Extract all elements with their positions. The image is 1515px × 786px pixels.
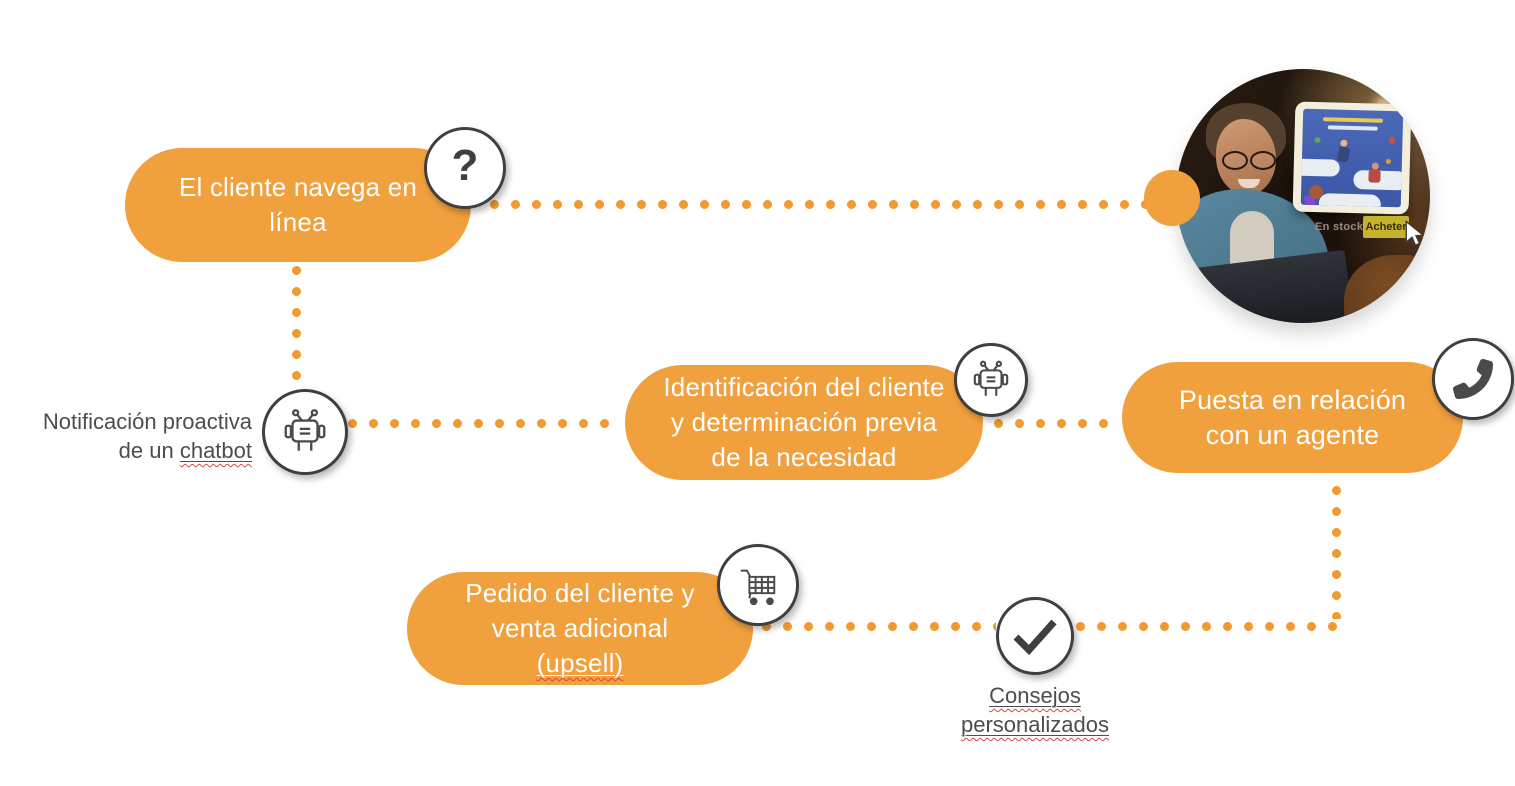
check-icon-circle <box>996 597 1074 675</box>
dotted-connector-notification-to-identification <box>348 419 612 428</box>
girl-art <box>1368 169 1381 183</box>
advice-label: Consejos personalizados <box>915 681 1155 739</box>
step-browse-line1: El cliente navega en <box>178 172 418 202</box>
balloon-art <box>1385 158 1391 165</box>
step-order-line1: Pedido del cliente y <box>465 578 695 608</box>
stock-label: En stock <box>1315 221 1364 233</box>
cushion <box>1344 255 1430 323</box>
book-title-art <box>1322 117 1384 123</box>
book-subtitle-art <box>1327 125 1378 131</box>
customer-smile <box>1238 179 1260 188</box>
glasses-right-lens <box>1250 151 1276 170</box>
step-agent-line1: Puesta en relación <box>1178 384 1407 415</box>
question-icon-circle: ? <box>424 127 506 209</box>
step-order-line2: venta adicional <box>491 613 669 643</box>
boy-art <box>1336 145 1351 163</box>
phone-icon-circle <box>1432 338 1514 420</box>
balloon-art <box>1388 136 1396 145</box>
step-agent-line2: con un agente <box>1205 419 1380 450</box>
step-identification-line1: Identificación del cliente <box>663 372 945 402</box>
upsell-word: (upsell) <box>536 648 624 678</box>
step-agent-pill: Puesta en relación con un agente <box>1122 362 1463 473</box>
connector-endpoint-dot <box>1144 170 1200 226</box>
chatbot-robot-icon <box>973 360 1009 396</box>
notification-label: Notificación proactiva de un chatbot <box>10 407 252 465</box>
notification-line1: Notificación proactiva <box>42 409 252 434</box>
dotted-connector-browse-to-notification <box>292 266 301 392</box>
product-card <box>1292 101 1412 215</box>
advice-line2: personalizados <box>961 712 1109 737</box>
dotted-connector-identification-to-agent <box>994 419 1118 428</box>
cursor-icon <box>1405 220 1425 247</box>
checkmark-icon <box>1013 619 1057 656</box>
step-browse-pill: El cliente navega en línea <box>125 148 471 262</box>
question-mark-icon: ? <box>451 141 479 190</box>
notification-line2: de un chatbot <box>118 438 252 463</box>
step-browse-line2: línea <box>269 207 327 237</box>
dotted-connector-agent-down <box>1332 486 1341 619</box>
shopping-cart-icon <box>740 569 776 606</box>
step-identification-pill: Identificación del cliente y determinaci… <box>625 365 983 480</box>
step-identification-line2: y determinación previa <box>671 407 937 437</box>
cloud-art <box>1318 193 1382 208</box>
phone-handset-icon <box>1453 359 1493 399</box>
cart-icon-circle <box>717 544 799 626</box>
cloud-art <box>1300 158 1340 177</box>
step-order-line3: (upsell) <box>537 646 624 681</box>
dotted-connector-browse-to-photo <box>490 200 1146 209</box>
chatbot-robot-icon <box>284 409 326 451</box>
customer-photo: En stock Acheter <box>1176 69 1430 323</box>
step-order-pill: Pedido del cliente y venta adicional (up… <box>407 572 753 685</box>
glasses-left-lens <box>1222 151 1248 170</box>
dotted-connector-advice-to-order <box>762 622 996 631</box>
acheter-button: Acheter <box>1363 216 1409 238</box>
advice-line1: Consejos <box>989 683 1081 708</box>
chatbot-icon-circle-2 <box>954 343 1028 417</box>
book-cover <box>1300 108 1404 208</box>
chatbot-word: chatbot <box>179 438 252 463</box>
step-identification-line3: de la necesidad <box>711 442 897 472</box>
chatbot-icon-circle-1 <box>262 389 348 475</box>
balloon-art <box>1314 137 1321 144</box>
dotted-connector-agent-to-advice <box>1076 622 1344 631</box>
